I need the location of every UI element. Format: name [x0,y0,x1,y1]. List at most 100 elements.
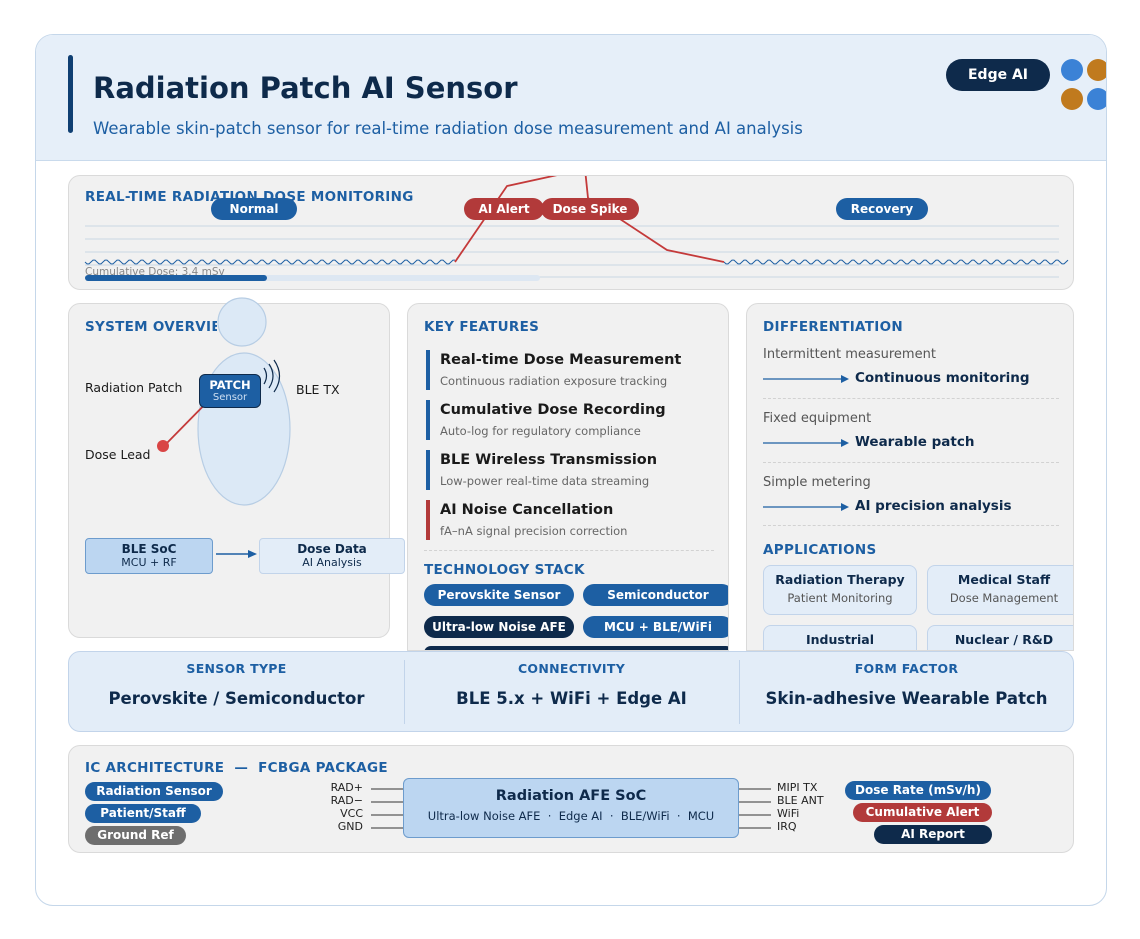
pin-label-left: RAD+ [330,781,363,794]
soc-chip-title: Radiation AFE SoC [495,788,647,804]
spec-value: Perovskite / Semiconductor [108,689,365,708]
app-radiation-therapy: Radiation Therapy Patient Monitoring [763,565,917,615]
overview-panel: SYSTEM OVERVIEW PATCH Sensor Radiation P… [68,297,405,638]
feature-bar [426,500,430,540]
feature-title: Cumulative Dose Recording [440,402,666,418]
ble-soc-sub: MCU + RF [121,556,177,569]
radiation-patch-label: Radiation Patch [85,380,183,395]
features-panel: KEY FEATURES Real-time Dose Measurement … [407,303,729,651]
soc-chip: Radiation AFE SoC Ultra-low Noise AFE · … [403,778,739,838]
diff-from: Intermittent measurement [763,347,936,362]
pin-label-left: GND [337,820,363,833]
app-nuclear: Nuclear / R&D [927,625,1073,650]
cumulative-fill [85,275,267,281]
diff-divider [763,525,1059,526]
feature-title: BLE Wireless Transmission [440,452,658,468]
diff-divider [763,398,1059,399]
feature-sub: fA–nA signal precision correction [440,524,628,538]
label-dose-spike: Dose Spike [541,198,639,220]
spec-value: BLE 5.x + WiFi + Edge AI [456,689,687,708]
main-card: Radiation Patch AI Sensor Wearable skin-… [35,34,1107,906]
logo-dot-3 [1061,88,1083,110]
ic-title: IC ARCHITECTURE — FCBGA PACKAGE [85,760,388,776]
ble-soc-box: BLE SoC MCU + RF [85,538,213,574]
ble-soc-title: BLE SoC [121,542,177,556]
stack-extra-bar [424,646,728,650]
patch-label: PATCH [209,378,251,392]
pin-lines [371,788,771,829]
spec-label: FORM FACTOR [854,661,959,676]
stack-perovskite: Perovskite Sensor [424,584,574,606]
tech-stack-title: TECHNOLOGY STACK [424,562,585,578]
body-illustration [157,297,291,558]
diff-divider [763,462,1059,463]
feature-title: Real-time Dose Measurement [440,352,682,368]
spec-value: Skin-adhesive Wearable Patch [765,689,1048,708]
label-normal: Normal [211,198,297,220]
feature-sub: Low-power real-time data streaming [440,474,650,488]
stack-afe: Ultra-low Noise AFE [424,616,574,638]
feature-sub: Auto-log for regulatory compliance [440,424,641,438]
cumulative-dose-label: Cumulative Dose: 3.4 mSv [85,266,225,275]
diff-from: Fixed equipment [763,411,872,426]
patch-sensor: PATCH Sensor [199,374,261,408]
pin-label-right: BLE ANT [777,794,824,807]
spec-divider [739,660,740,724]
spec-connectivity: CONNECTIVITY BLE 5.x + WiFi + Edge AI [404,652,739,732]
features-divider [424,550,714,551]
spec-label: CONNECTIVITY [517,661,626,676]
output-cumulative-alert: Cumulative Alert [853,803,992,822]
logo-dot-2 [1087,59,1106,81]
app-sub: Dose Management [949,591,1059,605]
app-industrial: Industrial [763,625,917,650]
dose-wave-recovery [723,259,1069,265]
pin-label-right: WiFi [777,807,800,820]
feature-bar [426,350,430,390]
logo-dot-4 [1087,88,1106,110]
pin-label-left: VCC [340,807,363,820]
logo-dot-1 [1061,59,1083,81]
app-title: Radiation Therapy [775,572,905,587]
dose-chart [84,176,1069,281]
dose-wave-baseline [84,259,455,265]
dose-lead-label: Dose Lead [85,447,151,462]
app-title: Medical Staff [957,572,1051,587]
pin-label-left: RAD− [330,794,363,807]
pin-label-right: MIPI TX [777,781,818,794]
ble-tx-label: BLE TX [296,382,340,397]
spec-sensor-type: SENSOR TYPE Perovskite / Semiconductor [69,652,404,732]
app-medical-staff: Medical Staff Dose Management [927,565,1073,615]
ic-panel: IC ARCHITECTURE — FCBGA PACKAGE Radiatio… [68,745,1074,853]
diff-arrows [763,375,849,511]
features-title: KEY FEATURES [424,319,540,335]
diff-from: Simple metering [763,475,871,490]
differentiation-panel: DIFFERENTIATION Intermittent measurement… [746,303,1074,651]
app-title: Industrial [806,632,874,647]
dose-data-sub: AI Analysis [302,556,362,569]
specs-bar: SENSOR TYPE Perovskite / Semiconductor C… [68,651,1074,732]
input-radiation-sensor: Radiation Sensor [85,782,223,801]
header: Radiation Patch AI Sensor Wearable skin-… [36,35,1106,161]
input-ground-ref: Ground Ref [85,826,186,845]
overview-title: SYSTEM OVERVIEW [85,319,217,335]
output-ai-report: AI Report [874,825,992,844]
feature-bar [426,450,430,490]
page-subtitle: Wearable skin-patch sensor for real-time… [93,119,803,138]
edge-ai-badge: Edge AI [946,59,1050,91]
patch-sublabel: Sensor [212,392,248,403]
output-dose-rate: Dose Rate (mSv/h) [845,781,991,800]
label-recovery: Recovery [836,198,928,220]
spec-label: SENSOR TYPE [186,661,287,676]
input-patient-staff: Patient/Staff [85,804,201,823]
page-title: Radiation Patch AI Sensor [93,71,518,105]
soc-chip-sub: Ultra-low Noise AFE · Edge AI · BLE/WiFi… [427,809,715,823]
feature-sub: Continuous radiation exposure tracking [440,374,668,388]
stack-semiconductor: Semiconductor [583,584,728,606]
monitoring-panel: REAL-TIME RADIATION DOSE MONITORING Norm… [68,175,1074,290]
applications-title: APPLICATIONS [763,542,877,558]
dose-data-box: Dose Data AI Analysis [259,538,405,574]
pin-label-right: IRQ [777,820,797,833]
spec-divider [404,660,405,724]
dose-data-title: Dose Data [297,542,367,556]
stack-mcu: MCU + BLE/WiFi [583,616,728,638]
